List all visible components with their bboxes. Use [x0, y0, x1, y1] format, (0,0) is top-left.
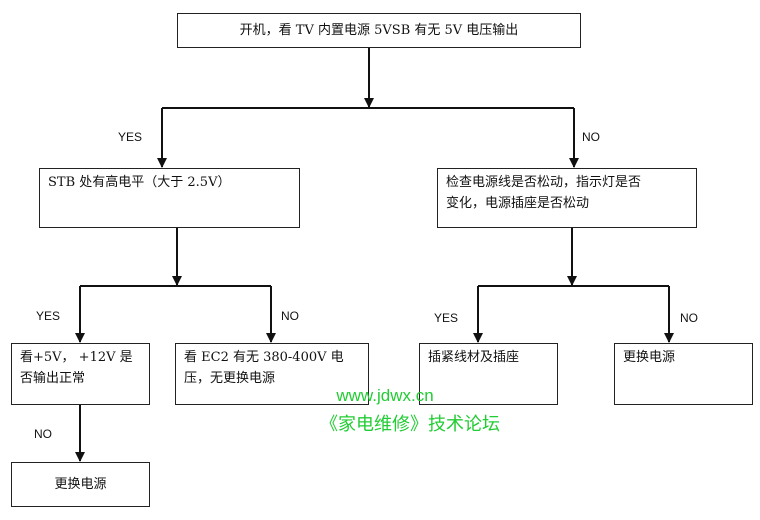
replace-power-left-node: 更换电源: [11, 462, 150, 507]
check-ec2-line-1: 看 EC2 有无 380-400V 电: [184, 350, 344, 365]
watermark-url: www.jdwx.cn: [336, 386, 434, 405]
check-ec2-node: 看 EC2 有无 380-400V 电 压，无更换电源: [175, 343, 369, 405]
start-node: 开机，看 TV 内置电源 5VSB 有无 5V 电压输出: [177, 13, 581, 48]
check-cable-node: 检查电源线是否松动，指示灯是否 变化，电源插座是否松动: [437, 168, 697, 228]
check-cable-line-1: 检查电源线是否松动，指示灯是否: [446, 175, 642, 190]
label-yes-cable: YES: [434, 311, 459, 325]
label-no-cable: NO: [680, 311, 698, 325]
label-yes-stb: YES: [36, 309, 61, 323]
check-cable-line-2: 变化，电源插座是否松动: [446, 196, 590, 211]
label-yes-left: YES: [118, 130, 143, 144]
check-5v12v-line-2: 否输出正常: [20, 371, 86, 386]
check-5v12v-line-1: 看+5V， +12V 是: [20, 350, 133, 365]
plug-tight-node: 插紧线材及插座: [419, 343, 558, 405]
start-node-text: 开机，看 TV 内置电源 5VSB 有无 5V 电压输出: [239, 23, 519, 38]
stb-node: STB 处有高电平（大于 2.5V）: [39, 168, 300, 228]
check-ec2-line-2: 压，无更换电源: [184, 371, 276, 386]
plug-tight-text: 插紧线材及插座: [428, 350, 520, 365]
replace-power-right-text: 更换电源: [623, 350, 676, 365]
check-5v12v-node: 看+5V， +12V 是 否输出正常: [11, 343, 150, 405]
replace-power-left-text: 更换电源: [54, 477, 107, 492]
label-no-stb: NO: [281, 309, 299, 323]
label-no-5v: NO: [34, 427, 52, 441]
replace-power-right-node: 更换电源: [614, 343, 753, 405]
stb-node-text: STB 处有高电平（大于 2.5V）: [48, 175, 231, 190]
watermark-forum: 《家电维修》技术论坛: [320, 414, 500, 435]
label-no-right: NO: [582, 130, 600, 144]
